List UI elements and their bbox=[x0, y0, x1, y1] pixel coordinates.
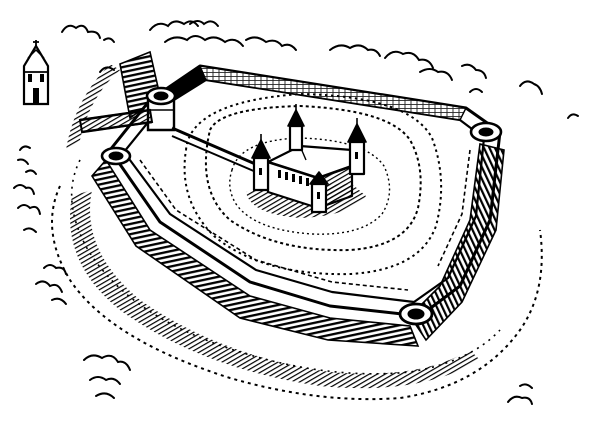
outer-earthwork bbox=[51, 64, 543, 401]
causeway-bridge bbox=[78, 108, 154, 134]
southwest-tower-icon bbox=[100, 146, 132, 166]
northeast-tower-icon bbox=[469, 121, 503, 143]
keep-castle-icon bbox=[246, 104, 367, 218]
gate-tower-icon bbox=[145, 86, 177, 132]
corner-towers bbox=[100, 86, 503, 326]
distant-church-icon bbox=[22, 40, 50, 106]
moat-ditch bbox=[139, 149, 471, 291]
rampart-slope bbox=[91, 50, 505, 347]
inner-bridge bbox=[171, 126, 261, 173]
southeast-tower-icon bbox=[398, 302, 434, 326]
